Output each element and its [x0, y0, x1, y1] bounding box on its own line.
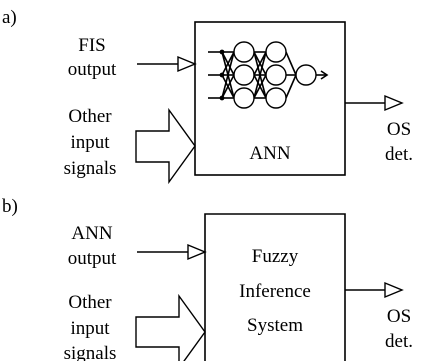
panel-b-output-line1: OS [387, 306, 411, 327]
panel-b-input1-line2: output [68, 248, 117, 269]
panel-b-label: b) [2, 196, 18, 217]
panel-b-fis-block [204, 213, 346, 361]
panel-a-ann-block [194, 21, 346, 176]
panel-b-block-line3: System [247, 315, 303, 336]
panel-a-input2-line1: Other [68, 106, 112, 127]
panel-b-input2-line1: Other [68, 292, 112, 313]
panel-b: b) ANN output Other input signals Fuzzy … [2, 196, 413, 361]
panel-a-input1-arrow [137, 55, 197, 73]
panel-b-input2-line2: input [70, 318, 110, 339]
panel-a: a) FIS output Other input signals [2, 7, 413, 185]
panel-b-input2-arrow [135, 293, 206, 361]
panel-a-input1-line2: output [68, 59, 117, 80]
panel-a-output-arrow [345, 94, 404, 112]
panel-b-block-line1: Fuzzy [252, 246, 299, 267]
panel-a-input1-line1: FIS [78, 35, 105, 56]
panel-a-output-line2: det. [385, 144, 413, 165]
panel-a-input2-line2: input [70, 132, 110, 153]
panel-a-label: a) [2, 7, 17, 28]
neural-network-icon [208, 41, 329, 109]
panel-a-input2-arrow [135, 107, 196, 185]
panel-b-output-arrow [345, 281, 404, 299]
panel-a-input2-line3: signals [64, 158, 117, 179]
panel-b-block-line2: Inference [239, 281, 311, 302]
panel-a-output-line1: OS [387, 119, 411, 140]
panel-b-input2-line3: signals [64, 343, 117, 361]
panel-b-input1-line1: ANN [71, 223, 112, 244]
panel-b-output-line2: det. [385, 331, 413, 352]
panel-a-block-label: ANN [249, 143, 290, 164]
panel-b-input1-arrow [137, 243, 207, 261]
